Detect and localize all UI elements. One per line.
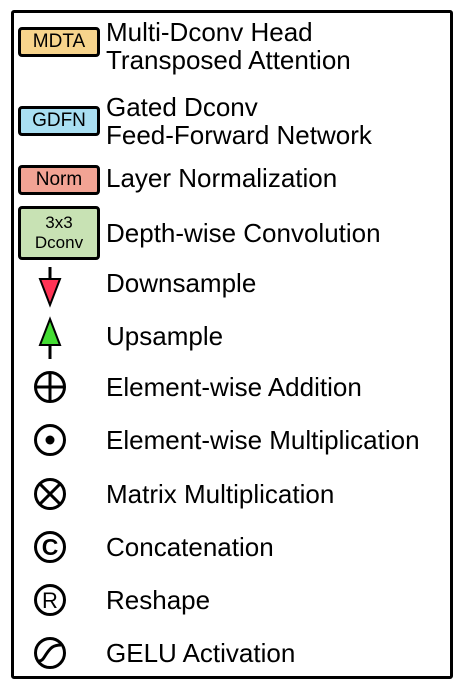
reshape-label: Reshape (106, 585, 211, 615)
legend-item-upsample: Upsample (0, 316, 474, 362)
downsample-label: Downsample (106, 268, 257, 298)
norm-label: Layer Normalization (106, 163, 338, 193)
dconv-symbol-line-2: Dconv (34, 233, 84, 252)
legend-item-mdta: MDTA Multi-Dconv Head Transposed Attenti… (0, 18, 474, 76)
dconv-label: Depth-wise Convolution (106, 218, 381, 248)
gdfn-label-line-1: Gated Dconv (106, 92, 258, 122)
legend-item-downsample: Downsample (0, 266, 474, 310)
circle-r-icon: R (34, 584, 66, 616)
norm-block-icon: Norm (18, 165, 100, 195)
mdta-label-line-1: Multi-Dconv Head (106, 17, 313, 47)
circle-times-icon (34, 478, 66, 510)
legend-item-multiplication: Element-wise Multiplication (0, 422, 474, 458)
legend-item-norm: Norm Layer Normalization (0, 162, 474, 196)
dconv-symbol-line-1: 3x3 (45, 213, 73, 232)
legend-item-matrix-multiplication: Matrix Multiplication (0, 476, 474, 512)
reshape-symbol: R (42, 588, 58, 613)
gdfn-symbol: GDFN (32, 110, 86, 131)
legend-item-reshape: R Reshape (0, 582, 474, 618)
upsample-label: Upsample (106, 321, 224, 351)
concatenation-symbol: C (42, 534, 59, 560)
matrix-multiplication-label: Matrix Multiplication (106, 479, 335, 509)
gelu-label: GELU Activation (106, 638, 296, 668)
circle-dot-icon (34, 424, 66, 456)
addition-label: Element-wise Addition (106, 372, 362, 402)
mdta-block-icon: MDTA (18, 27, 100, 57)
gdfn-block-icon: GDFN (18, 106, 100, 136)
concatenation-label: Concatenation (106, 532, 274, 562)
circle-plus-icon (34, 371, 66, 403)
legend-item-dconv: 3x3 Dconv Depth-wise Convolution (0, 206, 474, 260)
legend-item-addition: Element-wise Addition (0, 369, 474, 405)
mdta-label-line-2: Transposed Attention (106, 45, 351, 75)
circle-sigmoid-icon (34, 637, 66, 669)
norm-symbol: Norm (35, 169, 83, 190)
dconv-block-icon: 3x3 Dconv (18, 206, 100, 260)
gdfn-label-line-2: Feed-Forward Network (106, 120, 372, 150)
legend-item-gelu: GELU Activation (0, 635, 474, 671)
legend-frame (11, 10, 453, 679)
circle-c-icon: C (34, 531, 66, 563)
mdta-symbol: MDTA (32, 31, 86, 52)
downsample-arrow-icon (38, 267, 62, 308)
legend-item-concatenation: C Concatenation (0, 529, 474, 565)
legend-item-gdfn: GDFN Gated Dconv Feed-Forward Network (0, 93, 474, 151)
upsample-arrow-icon (38, 316, 62, 359)
multiplication-label: Element-wise Multiplication (106, 425, 420, 455)
